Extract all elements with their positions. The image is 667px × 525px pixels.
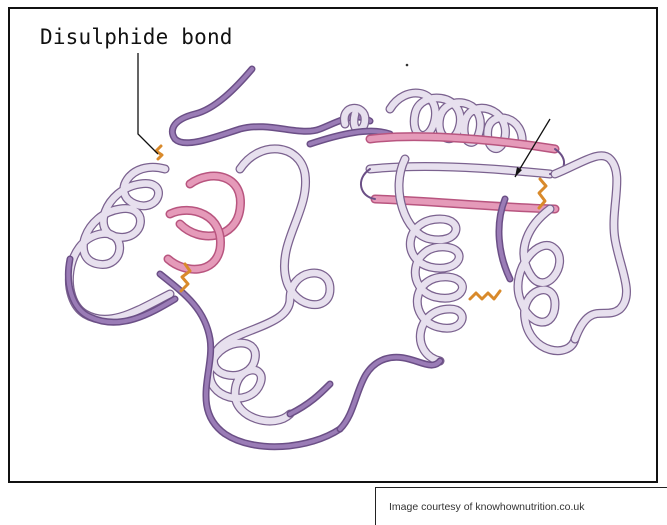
disulphide-bond-4 — [539, 179, 546, 208]
protein-ribbon-diagram: .dark { fill: none; stroke: #6b4f86; str… — [10, 9, 658, 483]
right-beta-sheet — [361, 137, 564, 209]
bottom-right-loop — [290, 357, 440, 429]
disulphide-bond-label: Disulphide bond — [40, 25, 233, 49]
disulphide-bond-3 — [470, 291, 500, 299]
far-right-loops — [499, 156, 627, 351]
protein-structure-figure: .dark { fill: none; stroke: #6b4f86; str… — [8, 7, 658, 483]
callout-line — [138, 53, 158, 154]
image-credit-text: Image courtesy of knowhownutrition.co.uk — [389, 501, 585, 513]
right-center-helix — [399, 159, 462, 361]
top-left-loop-ribbon — [172, 69, 370, 143]
image-credit-box: Image courtesy of knowhownutrition.co.uk — [375, 487, 667, 525]
left-helix — [68, 167, 175, 322]
stray-dot — [406, 64, 409, 67]
left-beta-sheet — [168, 176, 240, 269]
